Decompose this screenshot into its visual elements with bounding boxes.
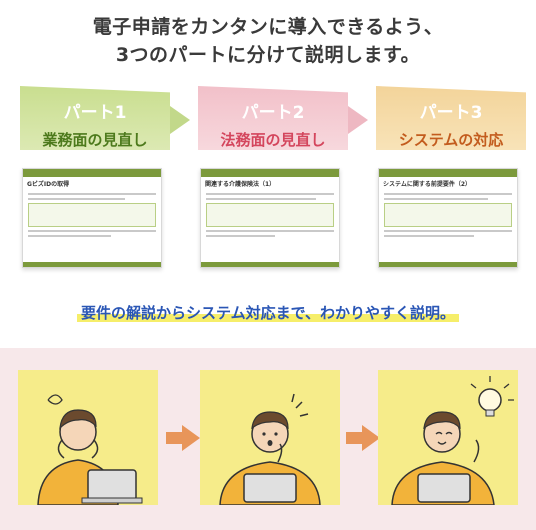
part-1-banner: パート1 業務面の見直し	[20, 86, 170, 150]
headline-line-2: 3つのパートに分けて説明します。	[115, 44, 421, 66]
slide-header-bar	[201, 169, 339, 177]
text-line	[206, 230, 334, 232]
arrow-right-icon	[346, 425, 380, 451]
part-2-title: 法務面の見直し	[220, 131, 326, 149]
screenshot-box	[28, 203, 156, 227]
chevron-right-icon	[170, 106, 190, 134]
text-line	[206, 235, 275, 237]
part-3-banner: パート3 システムの対応	[376, 86, 526, 150]
slide-title: 関連する介護保険法（1）	[205, 181, 276, 188]
slide-header-bar	[379, 169, 517, 177]
part-2-number: パート2	[241, 103, 305, 123]
slide-title: システムに関する前提要件（2）	[383, 181, 471, 188]
part-1-number: パート1	[63, 103, 127, 123]
arrow-right-icon	[166, 425, 200, 451]
text-line	[28, 235, 111, 237]
text-line	[384, 230, 512, 232]
text-line	[206, 193, 334, 195]
part-3-number: パート3	[419, 103, 483, 123]
idea-person-laptop-icon	[378, 370, 518, 505]
slide-title: GビズIDの取得	[27, 181, 70, 188]
part-2-banner: パート2 法務面の見直し	[198, 86, 348, 150]
text-line	[206, 198, 317, 200]
headline-line-1: 電子申請をカンタンに導入できるよう、	[92, 16, 444, 38]
text-line	[28, 193, 156, 195]
text-line	[384, 193, 512, 195]
slide-footer-bar	[201, 262, 339, 267]
slide-footer-bar	[23, 262, 161, 267]
slide-header-bar	[23, 169, 161, 177]
slide-thumbnail-1: GビズIDの取得	[22, 168, 162, 268]
text-line	[28, 198, 125, 200]
part-1-title: 業務面の見直し	[42, 131, 148, 149]
text-line	[384, 235, 474, 237]
tagline: 要件の解説からシステム対応まで、わかりやすく説明。	[0, 302, 536, 323]
text-line	[28, 230, 156, 232]
worried-person-laptop-icon	[18, 370, 158, 505]
chevron-right-icon	[348, 106, 368, 134]
text-line	[384, 198, 488, 200]
thinking-person-laptop-icon	[200, 370, 340, 505]
slide-thumbnail-2: 関連する介護保険法（1）	[200, 168, 340, 268]
slide-footer-bar	[379, 262, 517, 267]
tagline-text: 要件の解説からシステム対応まで、わかりやすく説明。	[77, 304, 459, 322]
part-3-title: システムの対応	[398, 131, 504, 149]
table-box	[384, 203, 512, 227]
slide-thumbnail-3: システムに関する前提要件（2）	[378, 168, 518, 268]
document-box	[206, 203, 334, 227]
